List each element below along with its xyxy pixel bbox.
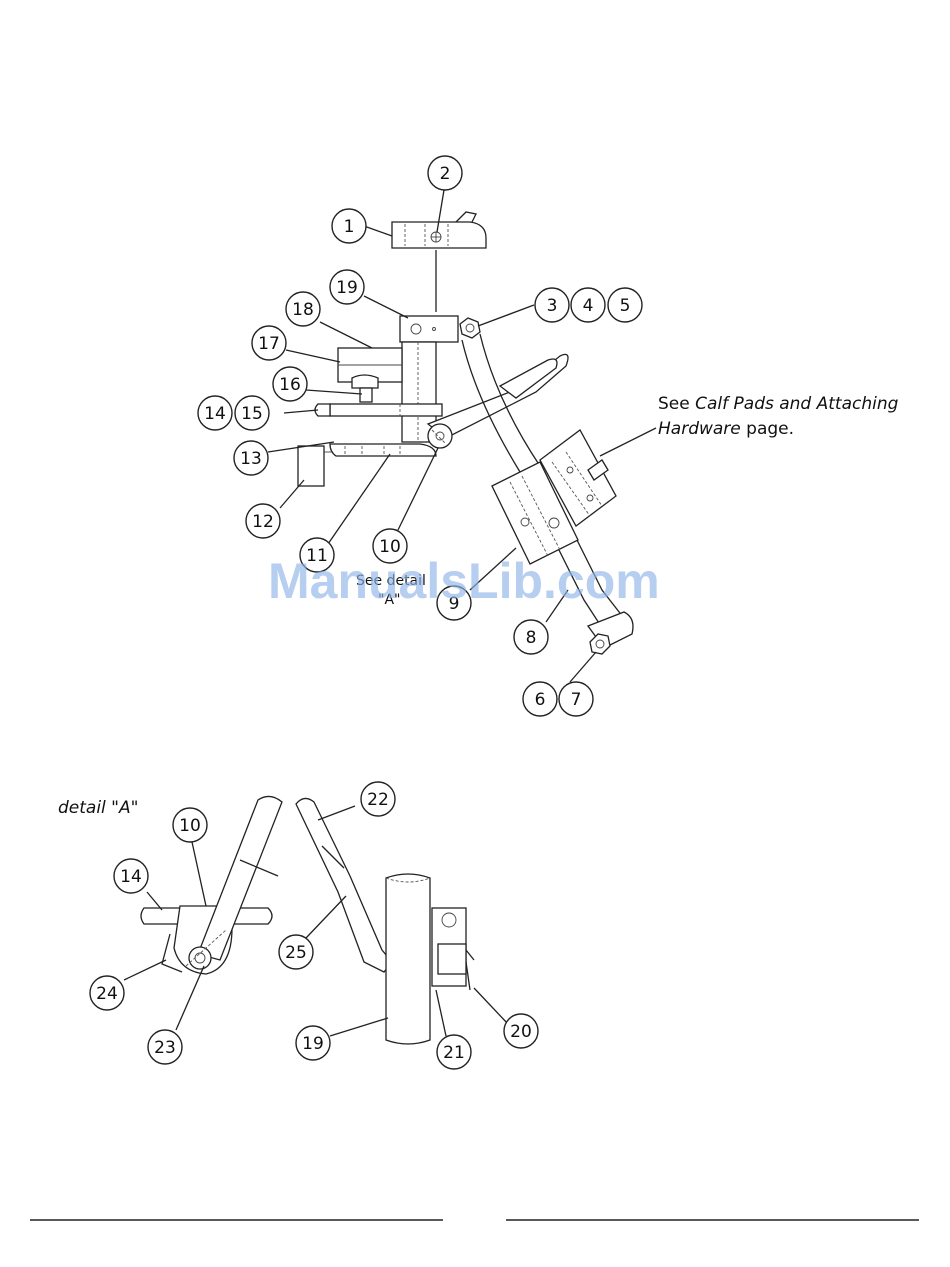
svg-text:2: 2 <box>440 164 451 184</box>
detail-callout-14: 14 <box>114 859 148 893</box>
callout-17: 17 <box>252 326 286 360</box>
svg-text:19: 19 <box>302 1034 324 1054</box>
svg-text:13: 13 <box>240 449 262 469</box>
svg-text:1: 1 <box>344 217 355 237</box>
note-line1-prefix: See <box>658 394 695 414</box>
svg-text:15: 15 <box>241 404 263 424</box>
detail-callout-19: 19 <box>296 1026 330 1060</box>
svg-text:25: 25 <box>285 943 307 963</box>
callout-5: 5 <box>608 288 642 322</box>
svg-text:14: 14 <box>204 404 226 424</box>
note-line1-ref: Calf Pads and Attaching <box>695 394 899 414</box>
callout-3: 3 <box>535 288 569 322</box>
callout-4: 4 <box>571 288 605 322</box>
svg-text:20: 20 <box>510 1022 532 1042</box>
svg-text:19: 19 <box>336 278 358 298</box>
svg-text:21: 21 <box>443 1043 465 1063</box>
callout-2: 2 <box>428 156 462 190</box>
svg-text:16: 16 <box>279 375 301 395</box>
svg-text:7: 7 <box>571 690 582 710</box>
detail-callout-25: 25 <box>279 935 313 969</box>
svg-text:23: 23 <box>154 1038 176 1058</box>
detail-callout-20: 20 <box>504 1014 538 1048</box>
callout-16: 16 <box>273 367 307 401</box>
callout-19: 19 <box>330 270 364 304</box>
note-line2-ref: Hardware <box>658 419 741 439</box>
callout-8: 8 <box>514 620 548 654</box>
detail-a-label: detail "A" <box>58 798 138 818</box>
callout-15: 15 <box>235 396 269 430</box>
svg-text:3: 3 <box>547 296 558 316</box>
callout-6: 6 <box>523 682 557 716</box>
svg-text:22: 22 <box>367 790 389 810</box>
svg-text:5: 5 <box>620 296 631 316</box>
detail-callout-22: 22 <box>361 782 395 816</box>
callout-7: 7 <box>559 682 593 716</box>
callout-12: 12 <box>246 504 280 538</box>
callout-14: 14 <box>198 396 232 430</box>
detail-callout-24: 24 <box>90 976 124 1010</box>
detail-callout-23: 23 <box>148 1030 182 1064</box>
svg-text:18: 18 <box>292 300 314 320</box>
svg-text:4: 4 <box>583 296 594 316</box>
callout-13: 13 <box>234 441 268 475</box>
svg-text:8: 8 <box>526 628 537 648</box>
callout-18: 18 <box>286 292 320 326</box>
calf-pads-note: See Calf Pads and Attaching Hardware pag… <box>658 394 899 439</box>
svg-text:17: 17 <box>258 334 280 354</box>
watermark-text: ManualsLib.com <box>268 553 660 609</box>
svg-text:14: 14 <box>120 867 142 887</box>
svg-text:See Calf Pads and Attaching: See Calf Pads and Attaching <box>658 394 899 414</box>
note-line2-suffix: page. <box>741 419 794 439</box>
svg-text:12: 12 <box>252 512 274 532</box>
detail-callout-10: 10 <box>173 808 207 842</box>
svg-text:6: 6 <box>535 690 546 710</box>
detail-callout-21: 21 <box>437 1035 471 1069</box>
svg-text:Hardware page.: Hardware page. <box>658 419 794 439</box>
callout-1: 1 <box>332 209 366 243</box>
svg-text:24: 24 <box>96 984 118 1004</box>
svg-text:10: 10 <box>179 816 201 836</box>
